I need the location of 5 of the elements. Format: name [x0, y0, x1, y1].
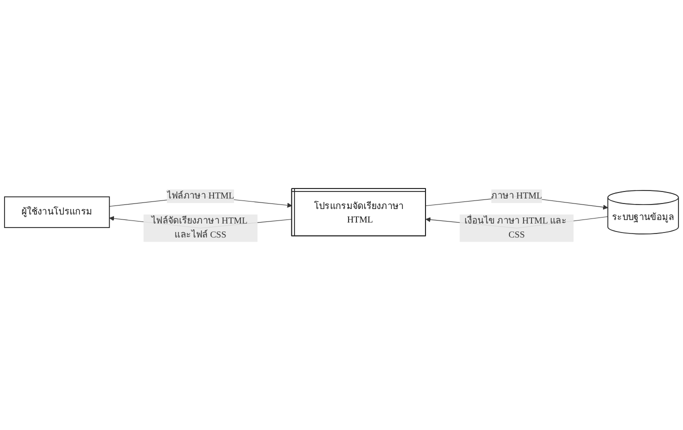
edge-label: ไฟล์จัดเรียงภาษา HTML และไฟล์ CSS — [152, 216, 248, 240]
edge-label: เงื่อนไข ภาษา HTML และ CSS — [464, 216, 566, 240]
node-box: ผู้ใช้งานโปรแกรม — [4, 196, 110, 228]
edge-label: ไฟล์ภาษา HTML — [166, 190, 234, 201]
edge-label: ภาษา HTML — [491, 190, 542, 201]
